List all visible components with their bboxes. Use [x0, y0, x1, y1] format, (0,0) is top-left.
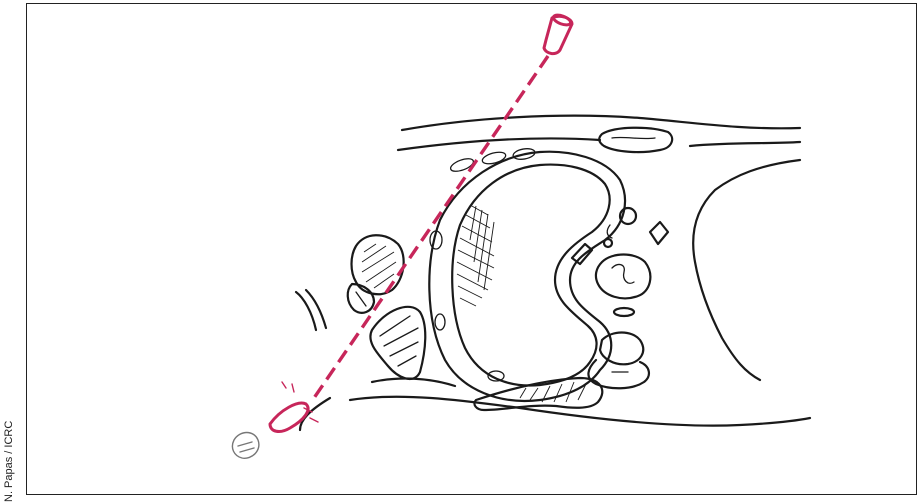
- arm-cross-section: [296, 235, 425, 379]
- spent-fragment-icon: [232, 433, 258, 459]
- bullet-entry-icon: [544, 13, 572, 53]
- sternum: [599, 128, 672, 152]
- bullet-trajectory: [314, 56, 548, 398]
- bullet-exit-icon: [270, 382, 318, 431]
- trajectory-dashed-line: [314, 56, 548, 398]
- rib-sections: [430, 147, 536, 381]
- vertebra: [588, 333, 649, 389]
